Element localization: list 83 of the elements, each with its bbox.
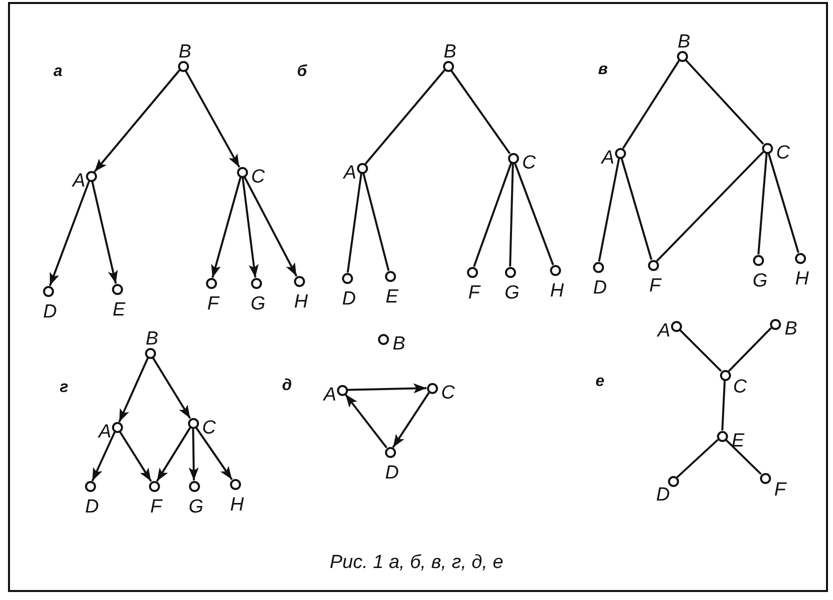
vertex-label: B: [678, 32, 690, 52]
vertex-label: D: [85, 498, 99, 516]
vertex-label: C: [251, 168, 265, 186]
vertex-label: D: [593, 278, 607, 298]
vertex-label: B: [392, 334, 406, 354]
edge-line: [472, 162, 512, 268]
arrow: [184, 70, 240, 168]
arrow: [242, 177, 259, 278]
vertex-label: C: [522, 154, 536, 172]
edge-line: [622, 60, 680, 149]
arrow: [244, 176, 298, 277]
vertex-label: F: [207, 294, 219, 314]
edge-line: [620, 158, 652, 260]
vertex-label: C: [441, 384, 455, 402]
vertex-label: H: [230, 496, 244, 514]
arrow: [91, 181, 118, 284]
vertex-label: A: [602, 148, 614, 168]
arrow: [188, 428, 199, 481]
vertex-label: G: [752, 272, 768, 290]
vertex-label: E: [732, 432, 744, 450]
vertex-label: F: [649, 276, 661, 296]
panel-letter: б: [297, 64, 307, 80]
edge-line: [346, 173, 362, 273]
arrow: [118, 358, 149, 422]
arrow: [48, 180, 90, 286]
vertex-label: A: [98, 422, 112, 442]
vertex-label: E: [386, 288, 398, 306]
vertex-label: A: [324, 386, 336, 404]
vertex-label: A: [72, 172, 86, 190]
arrow: [94, 70, 180, 172]
vertex-label: A: [344, 164, 356, 182]
arrow: [91, 432, 116, 482]
vertex-label: A: [658, 322, 670, 340]
vertex-label: C: [202, 418, 216, 438]
vertex-label: C: [776, 144, 790, 162]
vertex-label: D: [43, 302, 57, 322]
vertex-label: B: [178, 42, 192, 62]
panel-letter: е: [596, 374, 604, 390]
panel-letter: д: [282, 378, 292, 394]
edge-line: [725, 439, 762, 475]
edge-line: [684, 59, 764, 145]
edge-line: [364, 70, 446, 164]
vertex-label: G: [188, 498, 204, 516]
edge-line: [656, 151, 764, 262]
vertex-label: H: [795, 270, 809, 288]
edge-line: [768, 153, 800, 253]
arrow: [392, 392, 430, 448]
vertex-label: F: [774, 480, 786, 500]
edge-line: [450, 70, 511, 154]
vertex-label: H: [550, 282, 564, 300]
edge-line: [679, 329, 722, 372]
vertex-label: B: [146, 330, 158, 348]
edge-line: [757, 153, 768, 255]
vertex-label: D: [656, 486, 670, 504]
vertex-label: D: [385, 464, 399, 482]
edge-line: [509, 163, 514, 267]
edge-line: [676, 438, 719, 478]
vertex-label: E: [112, 300, 126, 320]
edge-line: [514, 162, 554, 266]
edge-line: [721, 380, 726, 431]
arrow: [152, 357, 191, 419]
vertex-label: B: [444, 42, 456, 62]
arrow: [211, 177, 242, 278]
panel-letter: г: [60, 380, 68, 396]
arrow: [344, 394, 388, 448]
panel-letter: а: [54, 64, 62, 80]
arrow: [195, 426, 233, 480]
vertex-label: F: [150, 498, 162, 516]
arrow: [156, 427, 191, 482]
vertex-label: G: [504, 284, 520, 302]
edge-line: [362, 173, 390, 271]
figure-caption: Рис. 1 а, б, в, г, д, е: [330, 552, 504, 573]
arrow: [347, 383, 427, 394]
vertex-label: H: [294, 292, 308, 312]
vertex-label: C: [733, 378, 747, 396]
vertex-label: B: [784, 320, 798, 338]
arrow: [119, 431, 152, 482]
edge-line: [728, 327, 772, 372]
vertex-label: F: [468, 284, 480, 302]
panel-letter: в: [598, 62, 608, 78]
edge-line: [598, 158, 620, 262]
vertex-label: D: [342, 290, 356, 308]
vertex-label: G: [250, 294, 266, 314]
